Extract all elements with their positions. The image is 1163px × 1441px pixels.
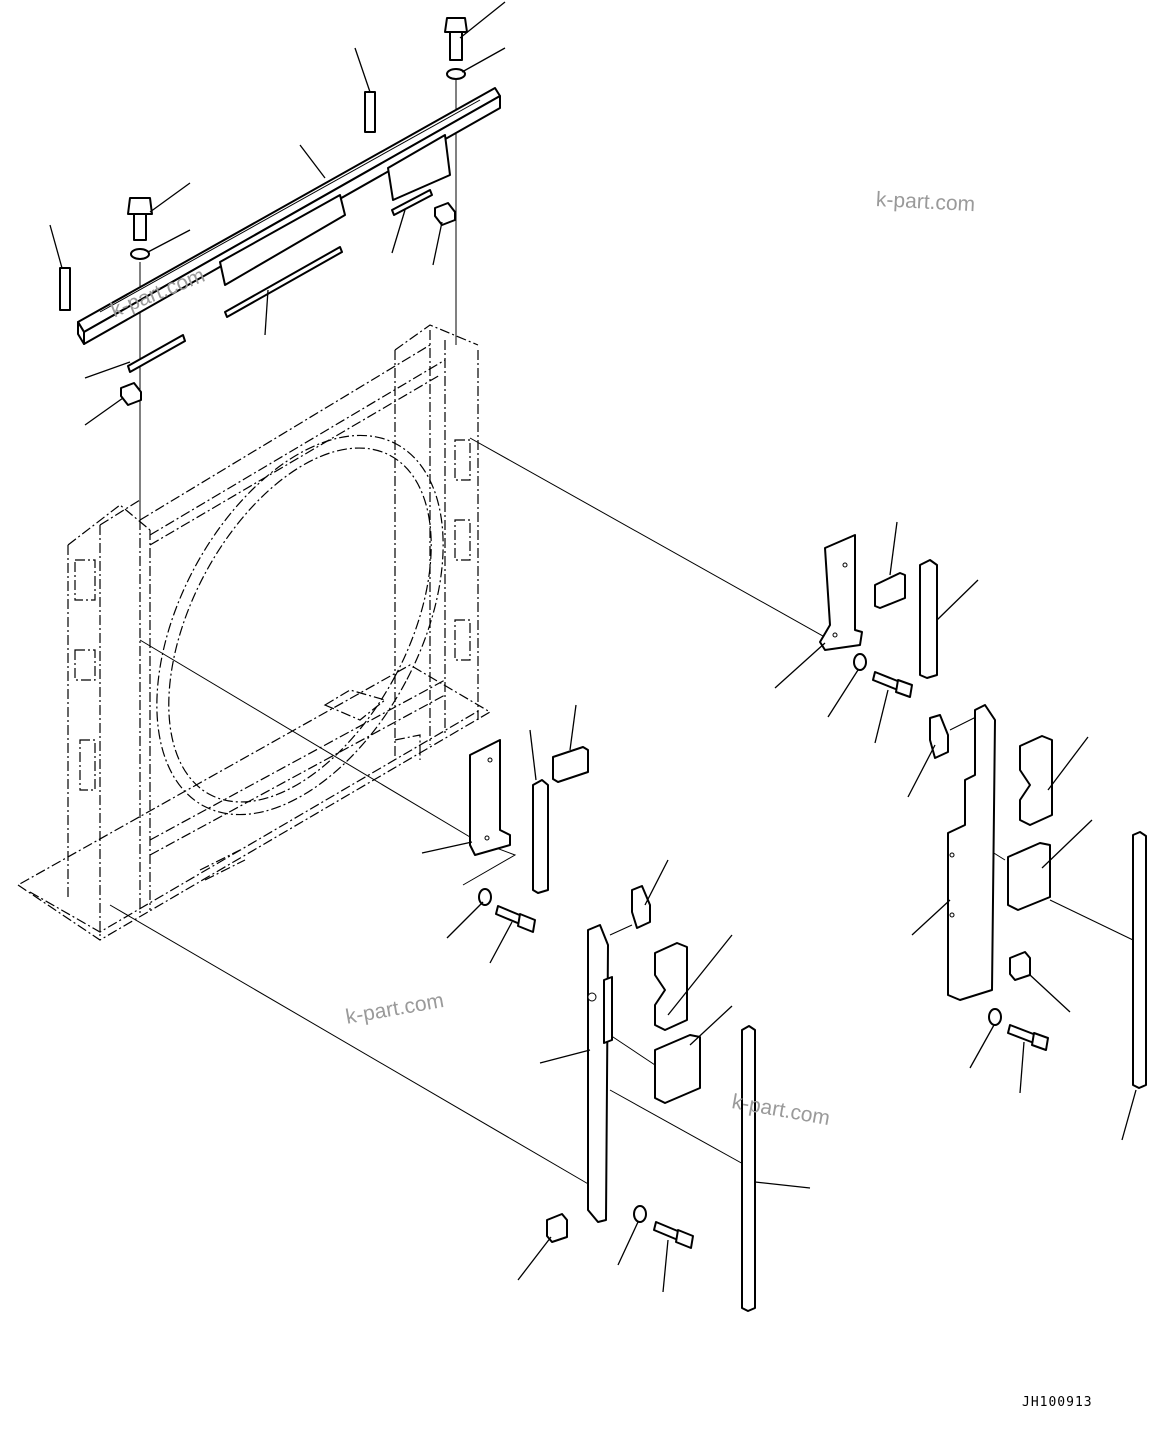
bracket-right-upper (819, 534, 863, 651)
washer-right-lower (988, 1008, 1002, 1026)
seal-strip-left (127, 334, 186, 373)
blocks (120, 202, 1031, 1243)
pad-right-upper (874, 572, 906, 609)
bracket-center (469, 739, 511, 856)
wedge-bottom (631, 885, 651, 929)
block-left (120, 382, 142, 406)
bolts (127, 17, 1049, 1249)
seal-strip (224, 246, 343, 318)
washer-bottom (633, 1205, 647, 1223)
block-bottom (546, 1213, 568, 1243)
washer-right-upper (853, 653, 867, 671)
radiator-frame (16, 324, 492, 941)
leader-lines (49, 1, 1137, 1293)
brackets (469, 534, 863, 856)
top-beam-assembly (77, 87, 501, 373)
clamp-bottom (654, 942, 688, 1031)
wedge-right (929, 714, 949, 759)
pad-center (552, 746, 589, 783)
pin-top (364, 91, 376, 133)
guide-rails (587, 704, 996, 1223)
watermark: k-part.com (875, 188, 976, 217)
pins (59, 91, 376, 311)
washer-top-right (446, 68, 466, 80)
bolt-center (495, 905, 536, 933)
seal-strip-short (391, 189, 433, 216)
washer-top-left (130, 248, 150, 260)
bolt-top-right (444, 17, 468, 61)
pin-left (59, 267, 71, 311)
seal-far-right (1132, 831, 1147, 1089)
drawing-code: JH100913 (1022, 1395, 1093, 1410)
rail-right (947, 704, 996, 1001)
cover-right (1007, 842, 1051, 911)
bolt-top-left (127, 197, 153, 241)
washer-center (478, 888, 492, 906)
bolt-bottom (653, 1221, 694, 1249)
block-right-lower (1009, 951, 1031, 981)
beam-bracket-right (387, 134, 451, 201)
rail-bottom (587, 924, 609, 1223)
seal-right-upper (919, 559, 938, 679)
beam-plate-left (219, 194, 346, 286)
block-top (434, 202, 456, 226)
clamp-right (1019, 735, 1053, 826)
bolt-right-upper (872, 671, 913, 698)
seal-center (532, 779, 549, 894)
bolt-right-lower (1007, 1024, 1049, 1051)
cover-bottom (654, 1034, 701, 1104)
seal-bottom (741, 1025, 756, 1312)
vertical-seals (532, 559, 1147, 1312)
